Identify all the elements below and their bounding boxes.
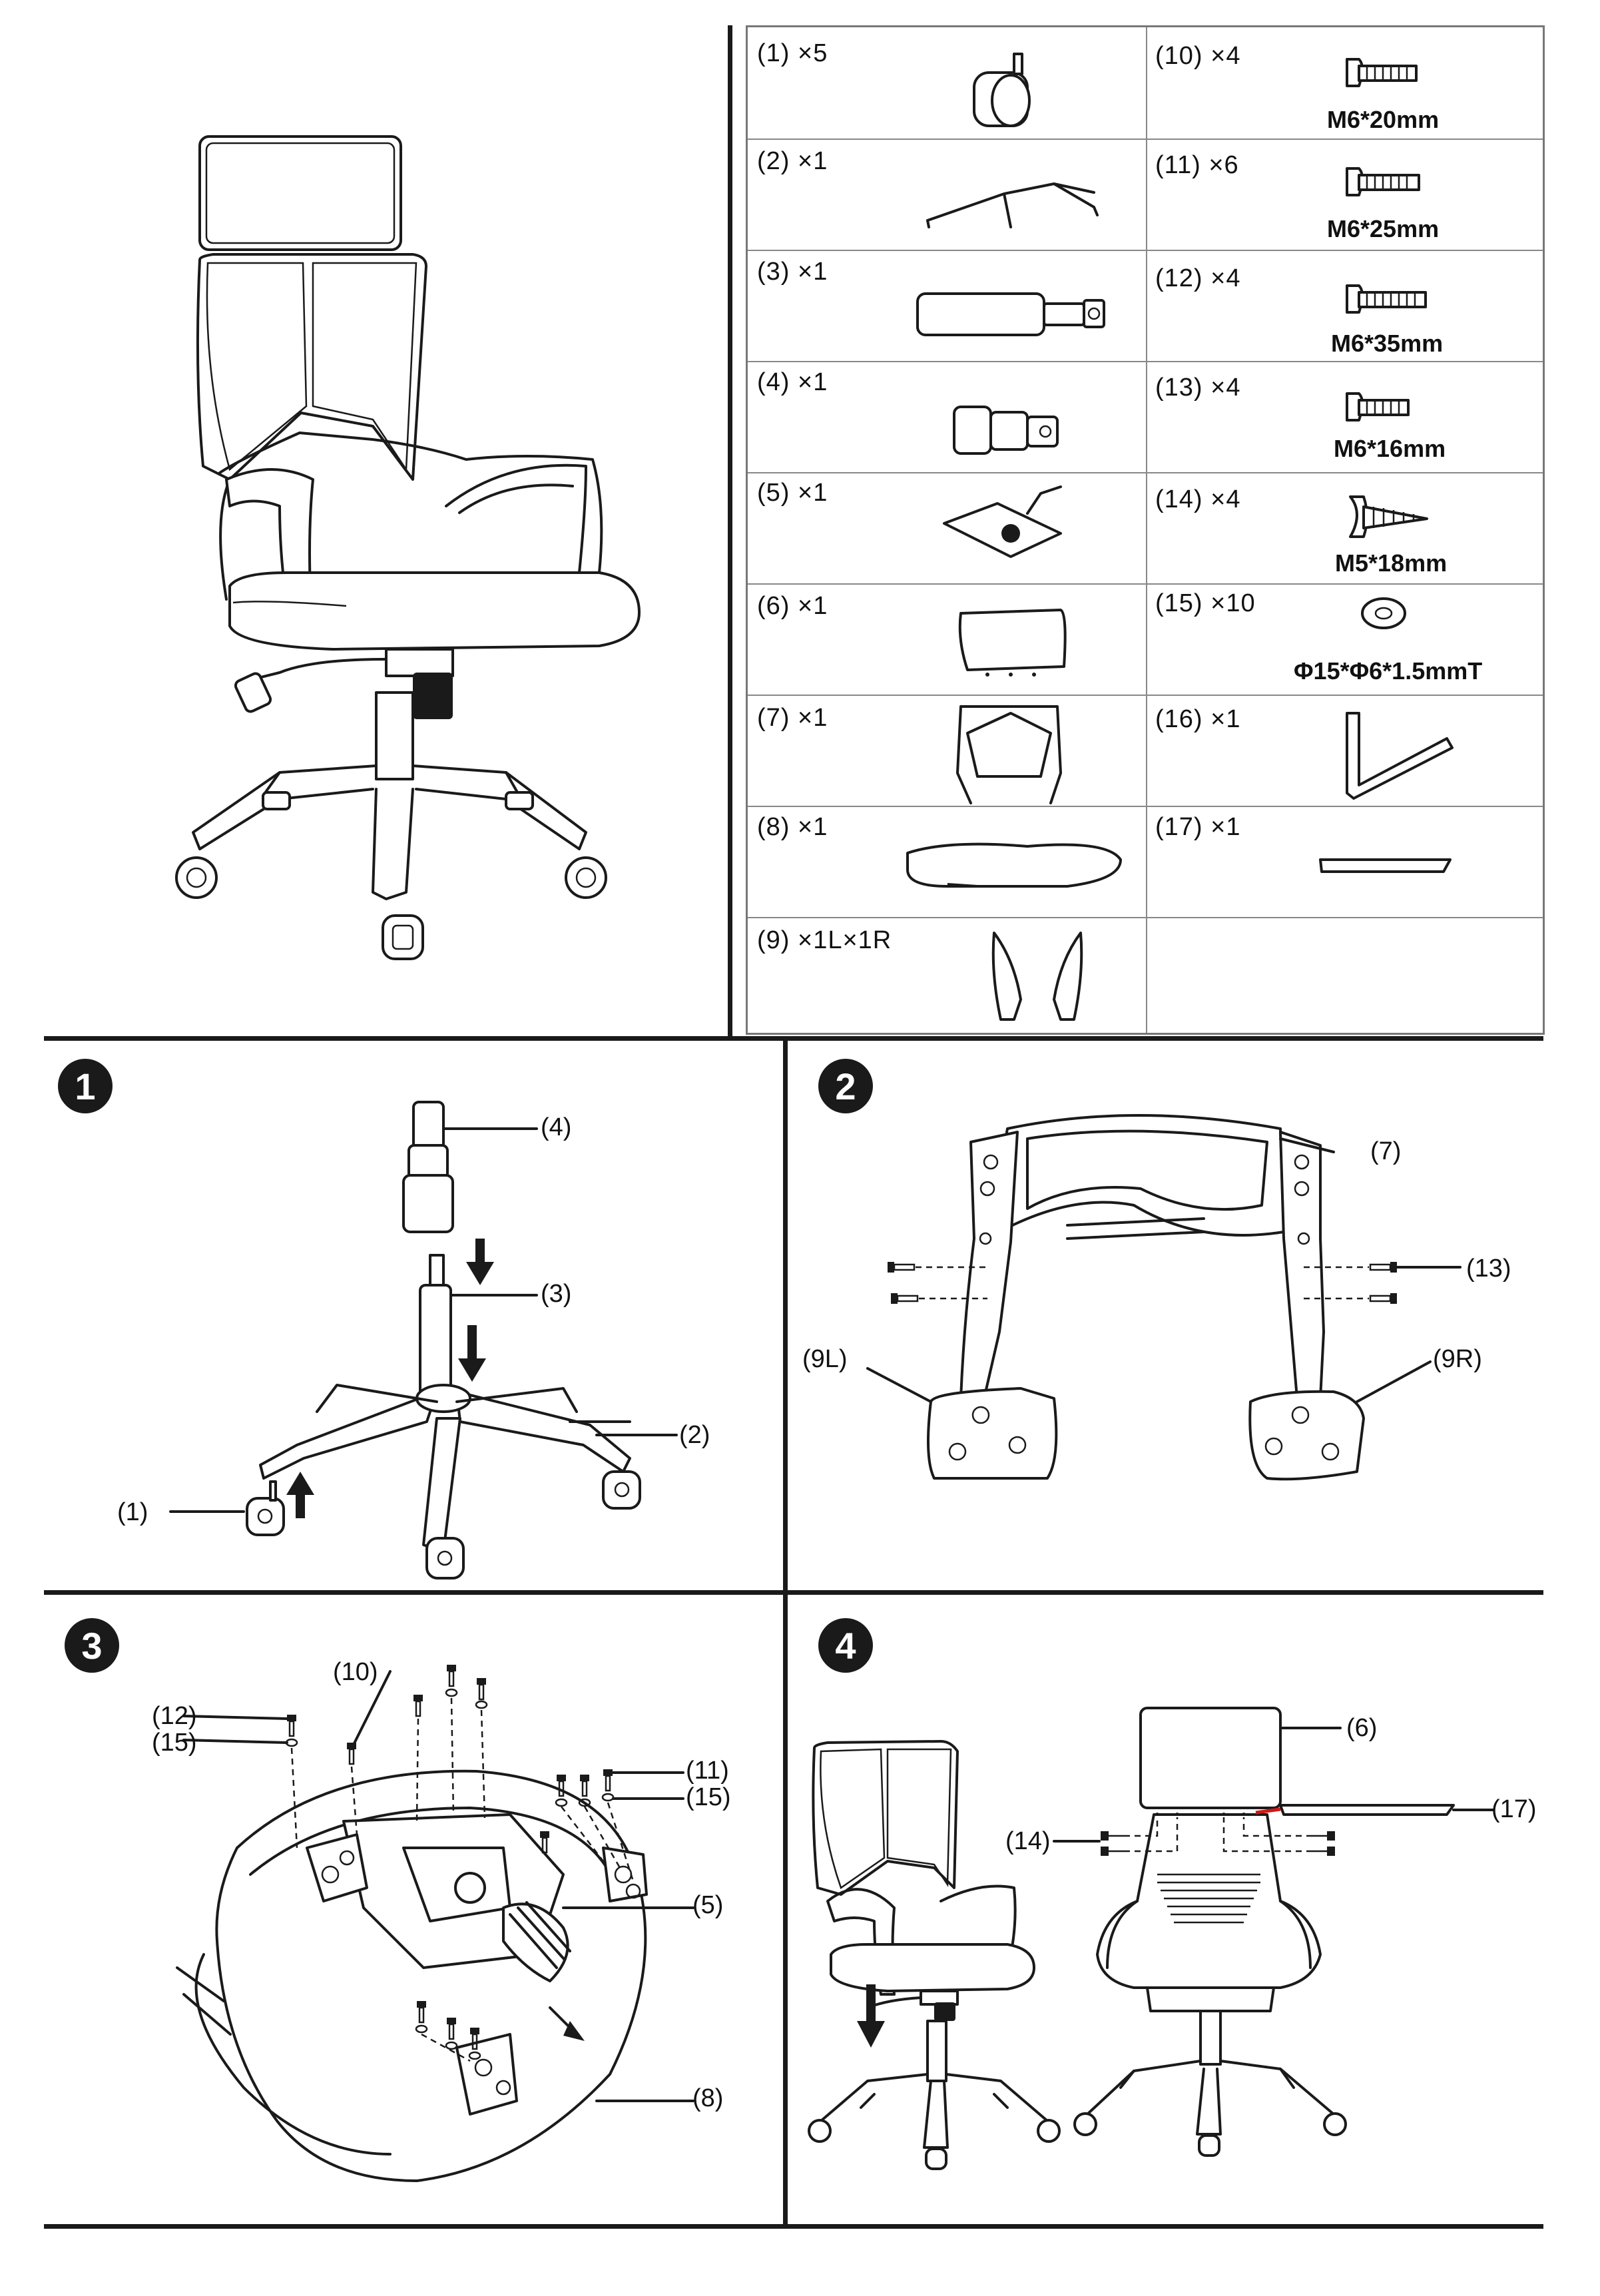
step-3-badge: 3 [65, 1618, 119, 1673]
bolt-icon [540, 1831, 549, 1854]
part-14-spec: M5*18mm [1335, 549, 1448, 577]
parts-table: (1) ×5 (2) ×1 (3) ×1 (4) ×1 (5) ×1 (6) ×… [746, 25, 1545, 1035]
trim-strip-icon [1319, 858, 1452, 873]
step-2-badge: 2 [818, 1059, 873, 1113]
step-3-illustration [176, 1665, 694, 2182]
wood-screw-icon [1312, 1831, 1335, 1841]
step-3-callout-12: (12) [152, 1702, 197, 1730]
bolt-icon [580, 1775, 589, 1797]
step-4-illustration [808, 1707, 1495, 2170]
part-10-qty: (10) ×4 [1155, 42, 1241, 70]
part-9-qty: (9) ×1L×1R [757, 926, 892, 954]
part-3-qty: (3) ×1 [757, 258, 828, 286]
part-17-qty: (17) ×1 [1155, 813, 1241, 841]
step-4-callout-17: (17) [1491, 1795, 1537, 1823]
armrest-pair-icon [991, 932, 1083, 1021]
wood-screw-icon [1349, 495, 1428, 538]
part-11-qty: (11) ×6 [1155, 151, 1239, 179]
step-3-callout-5: (5) [692, 1891, 724, 1919]
step-4-callout-6: (6) [1346, 1714, 1378, 1742]
step-1-callout-2: (2) [679, 1421, 710, 1449]
step-3-callout-8: (8) [692, 2084, 724, 2112]
step-1-callout-4: (4) [541, 1113, 572, 1141]
step-3-callout-10: (10) [333, 1658, 378, 1686]
bolt-icon [888, 1262, 916, 1273]
caster-wheel-icon [973, 53, 1031, 127]
star-base-icon [926, 182, 1099, 228]
part-16-qty: (16) ×1 [1155, 705, 1241, 733]
step-2-callout-9r: (9R) [1433, 1345, 1482, 1373]
bolt-icon [347, 1743, 356, 1765]
step-2-illustration [866, 1114, 1462, 1481]
bolt-icon [557, 1775, 566, 1797]
part-2-qty: (2) ×1 [757, 147, 828, 175]
step-2-callout-9l: (9L) [802, 1345, 848, 1373]
headrest-icon [958, 609, 1067, 677]
bolt-icon [1346, 284, 1427, 314]
top-vertical-divider [728, 25, 732, 1037]
seat-cushion-icon [906, 842, 1122, 888]
part-13-spec: M6*16mm [1334, 435, 1446, 462]
row2-horizontal-divider [44, 1590, 1543, 1595]
wood-screw-icon [1312, 1847, 1335, 1856]
part-4-qty: (4) ×1 [757, 368, 828, 396]
part-6-qty: (6) ×1 [757, 592, 828, 620]
step-1-illustration [169, 1101, 678, 1579]
step-1-badge: 1 [58, 1059, 113, 1113]
bolt-icon [413, 1695, 423, 1717]
bolt-icon [1346, 392, 1410, 422]
assembled-chair-illustration [175, 135, 641, 960]
wood-screw-icon [1101, 1831, 1124, 1841]
bolt-icon [417, 2001, 426, 2024]
bolt-icon [447, 2018, 456, 2040]
part-7-qty: (7) ×1 [757, 704, 828, 732]
part-15-qty: (15) ×10 [1155, 589, 1256, 617]
step-3-callout-11: (11) [686, 1757, 729, 1785]
lift-cover-icon [953, 406, 1059, 455]
bolt-icon [447, 1665, 456, 1687]
part-1-qty: (1) ×5 [757, 39, 828, 67]
row1-vertical-divider [783, 1036, 788, 1594]
part-12-qty: (12) ×4 [1155, 264, 1241, 292]
mechanism-plate-icon [943, 485, 1062, 558]
step-1-callout-3: (3) [541, 1280, 572, 1308]
caster-wheel-icon [246, 1480, 285, 1536]
wood-screw-icon [1101, 1847, 1124, 1856]
bolt-icon [470, 2028, 479, 2050]
bolt-icon [477, 1678, 486, 1701]
bolt-icon [603, 1769, 613, 1792]
part-14-qty: (14) ×4 [1155, 485, 1241, 513]
gas-lift-icon [916, 292, 1105, 336]
part-13-qty: (13) ×4 [1155, 374, 1241, 402]
step-3-callout-15-right: (15) [686, 1783, 731, 1811]
bottom-horizontal-divider [44, 2224, 1543, 2229]
bolt-icon [1369, 1293, 1397, 1304]
bolt-icon [1346, 58, 1418, 87]
step-3-callout-15-left: (15) [152, 1729, 197, 1757]
bolt-icon [287, 1715, 296, 1737]
part-12-spec: M6*35mm [1331, 330, 1444, 357]
washer-icon [1361, 597, 1406, 629]
step-4-badge: 4 [818, 1618, 873, 1673]
row2-vertical-divider [783, 1590, 788, 2228]
caster-wheel-icon [175, 856, 218, 899]
bolt-icon [891, 1293, 919, 1304]
step-2-callout-13: (13) [1466, 1255, 1511, 1283]
step-2-callout-7: (7) [1370, 1137, 1402, 1165]
trim-strip-icon [1279, 1804, 1455, 1816]
part-10-spec: M6*20mm [1327, 106, 1440, 133]
row1-horizontal-divider [44, 1036, 1543, 1041]
step-4-callout-14: (14) [1005, 1827, 1051, 1855]
bolt-icon [1346, 167, 1420, 196]
part-15-spec: Φ15*Φ6*1.5mmT [1294, 657, 1483, 685]
bolt-icon [1369, 1262, 1397, 1273]
step-1-callout-1: (1) [117, 1498, 148, 1526]
backrest-frame-icon [956, 705, 1062, 804]
allen-key-icon [1346, 712, 1454, 800]
parts-table-column-divider [1146, 27, 1147, 1033]
part-8-qty: (8) ×1 [757, 813, 828, 841]
part-11-spec: M6*25mm [1327, 215, 1440, 242]
part-5-qty: (5) ×1 [757, 479, 828, 507]
